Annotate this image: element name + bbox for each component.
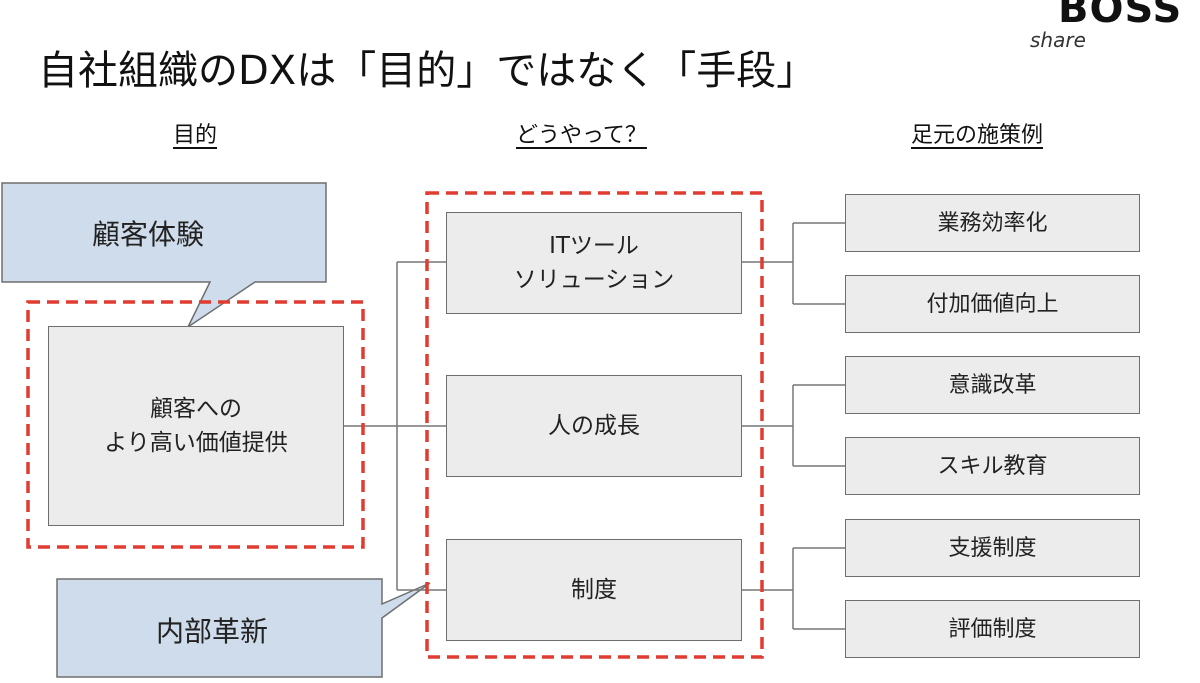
- measure-box: 評価制度: [845, 600, 1140, 658]
- measure-label: 支援制度: [948, 535, 1037, 561]
- connector-purpose-to-means: [344, 261, 446, 591]
- measure-label: 意識改革: [948, 372, 1037, 398]
- measure-label: 評価制度: [948, 616, 1037, 642]
- callout-customer-experience: 顧客体験: [92, 218, 205, 251]
- column-header-measures: 足元の施策例: [911, 123, 1044, 148]
- means-box-it-tools: ITツール ソリューション: [446, 212, 742, 314]
- measure-box: 意識改革: [845, 356, 1140, 414]
- measure-box: 業務効率化: [845, 194, 1140, 252]
- measure-box: 支援制度: [845, 519, 1140, 577]
- callout-customer-experience-shape: [1, 182, 327, 330]
- purpose-box-label: 顧客への より高い価値提供: [104, 395, 288, 457]
- logo-boss: BOSS: [1058, 0, 1183, 32]
- means-box-label: 制度: [571, 576, 617, 603]
- means-box-people-growth: 人の成長: [446, 375, 742, 477]
- dashed-highlight-purpose: [26, 300, 365, 549]
- logo-share: share: [1030, 28, 1086, 52]
- measure-box: スキル教育: [845, 437, 1140, 495]
- column-header-purpose: 目的: [173, 123, 218, 148]
- callout-internal-innovation: 内部革新: [156, 615, 269, 648]
- means-box-label: 人の成長: [548, 412, 640, 439]
- column-header-how: どうやって？: [516, 123, 647, 148]
- callout-internal-innovation-shape: [56, 578, 431, 678]
- connector-means-to-measures: [742, 222, 845, 630]
- measure-box: 付加価値向上: [845, 275, 1140, 333]
- page-title: 自社組織のDXは「目的」ではなく「手段」: [38, 48, 817, 94]
- measure-label: 業務効率化: [937, 210, 1048, 236]
- means-box-systems: 制度: [446, 539, 742, 641]
- measure-label: 付加価値向上: [926, 291, 1059, 317]
- means-box-label: ITツール ソリューション: [513, 232, 675, 294]
- purpose-box: 顧客への より高い価値提供: [48, 326, 344, 526]
- measure-label: スキル教育: [937, 453, 1048, 479]
